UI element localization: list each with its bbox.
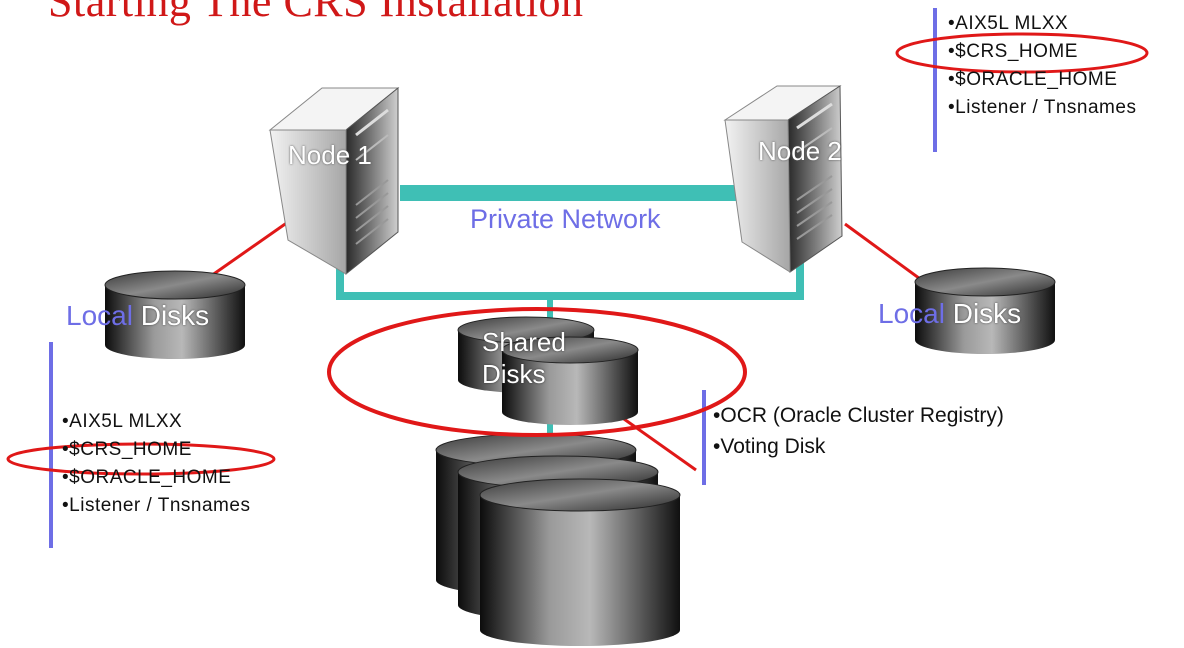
storage-array-icon	[435, 433, 681, 646]
node2-server-icon	[723, 85, 843, 273]
local-word: Local	[66, 300, 133, 331]
shared-disks-icon	[457, 316, 639, 425]
local-word: Local	[878, 298, 945, 329]
list-item: $CRS_HOME	[62, 436, 250, 464]
list-item: Listener / Tnsnames	[948, 94, 1136, 122]
list-item: Voting Disk	[713, 431, 1004, 462]
list-item: Listener / Tnsnames	[62, 492, 250, 520]
shared-config-list: OCR (Oracle Cluster Registry) Voting Dis…	[713, 400, 1004, 462]
node1-disk-connector	[207, 220, 289, 280]
public-network-link	[336, 250, 804, 300]
list-item: $ORACLE_HOME	[948, 66, 1136, 94]
private-network-label: Private Network	[470, 204, 661, 234]
list-item: $ORACLE_HOME	[62, 464, 250, 492]
list-item: OCR (Oracle Cluster Registry)	[713, 400, 1004, 431]
node1-server-icon	[268, 86, 400, 276]
list-item: AIX5L MLXX	[948, 10, 1136, 38]
list-item: $CRS_HOME	[948, 38, 1136, 66]
list-item: AIX5L MLXX	[62, 408, 250, 436]
shared-label-line2: Disks	[482, 359, 546, 389]
slide-title: Starting The CRS Installation	[48, 0, 584, 26]
local-disk-left-icon	[104, 270, 246, 359]
shared-disks-highlight-ellipse	[327, 307, 747, 437]
accent-bars	[49, 8, 937, 548]
node1-config-list: AIX5L MLXX $CRS_HOME $ORACLE_HOME Listen…	[62, 408, 250, 520]
shared-disks-label: Shared Disks	[482, 326, 566, 390]
shared-label-line1: Shared	[482, 327, 566, 357]
disks-word: Disks	[140, 300, 210, 331]
disks-word: Disks	[952, 298, 1022, 329]
local-disks-left-label: Local Disks	[66, 300, 209, 332]
node2-config-list: AIX5L MLXX $CRS_HOME $ORACLE_HOME Listen…	[948, 10, 1136, 122]
local-disk-right-icon	[914, 267, 1056, 354]
node1-label: Node 1	[288, 140, 372, 170]
local-disks-right-label: Local Disks	[878, 298, 1021, 330]
node2-label: Node 2	[758, 136, 842, 166]
